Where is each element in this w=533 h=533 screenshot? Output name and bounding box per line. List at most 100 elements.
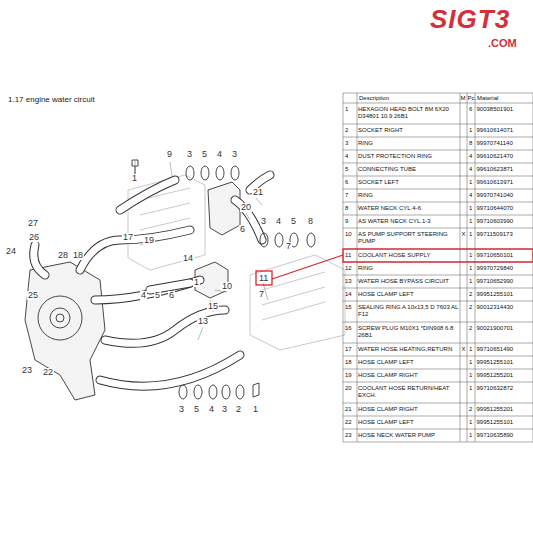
callout-number: 21 (252, 188, 264, 197)
callout-number: 3 (260, 217, 267, 226)
callout-number: 23 (21, 366, 33, 375)
grid-line (343, 228, 533, 229)
logo-text: SIGT3 (430, 6, 510, 32)
hose (34, 245, 45, 275)
callout-number: 6 (239, 225, 246, 234)
table-cell: 14 (345, 291, 357, 298)
grid-line (343, 103, 533, 104)
callout-number: 22 (42, 368, 54, 377)
callout-number: 14 (182, 254, 194, 263)
grid-line (343, 275, 533, 276)
table-cell: 99951255101 (477, 359, 533, 366)
hose (235, 200, 262, 240)
callout-number: 7 (258, 290, 265, 299)
table-cell: X (462, 231, 468, 238)
callout-number: 5 (154, 291, 161, 300)
table-cell: 99711509173 (477, 231, 533, 238)
callout-number: 17 (122, 233, 134, 242)
callout-number: 5 (201, 150, 208, 159)
grid-line (343, 215, 533, 216)
grid-line (467, 93, 468, 442)
hose (34, 245, 45, 275)
callout-number: 3 (178, 405, 185, 414)
table-cell: 3 (345, 140, 357, 147)
hose (100, 355, 240, 386)
table-header: M (461, 95, 466, 102)
callout-number: 7 (285, 242, 292, 251)
callout-number: 18 (72, 251, 84, 260)
table-cell: 90038501901 (477, 106, 533, 113)
table-cell: 21 (345, 406, 357, 413)
table-cell: 99710651490 (477, 346, 533, 353)
grid-line (343, 93, 533, 94)
table-cell: 8 (345, 205, 357, 212)
table-cell: 1 (469, 419, 475, 426)
table-cell: 99610623871 (477, 166, 533, 173)
hose (150, 283, 190, 290)
table-cell: 1 (469, 278, 475, 285)
table-cell: 90012314430 (477, 304, 533, 311)
table-cell: RING (358, 192, 459, 199)
hose (235, 200, 262, 240)
grid-line (343, 343, 533, 344)
table-cell: 99951255101 (477, 291, 533, 298)
table-cell: 2 (469, 304, 475, 311)
grid-line (343, 403, 533, 404)
grid-line (343, 93, 344, 442)
grid-line (460, 93, 461, 442)
grid-line (343, 416, 533, 417)
table-cell: 1 (469, 359, 475, 366)
hose (105, 310, 225, 343)
callout-number: 28 (57, 251, 69, 260)
callout-number: 2 (235, 405, 242, 414)
table-cell: 99951255201 (477, 406, 533, 413)
table-cell: 1 (469, 252, 475, 259)
table-cell: 99610614071 (477, 127, 533, 134)
table-cell: DUST PROTECTION RING (358, 153, 459, 160)
table-cell: 4 (469, 166, 475, 173)
table-cell: WATER HOSE BYPASS CIRCUIT (358, 278, 459, 285)
callout-number: 3 (186, 150, 193, 159)
table-cell: SOCKET RIGHT (358, 127, 459, 134)
highlight-box (256, 271, 272, 285)
table-cell: 7 (345, 192, 357, 199)
table-cell: 8 (469, 140, 475, 147)
table-cell: 2 (469, 406, 475, 413)
table-cell: 2 (469, 325, 475, 332)
table-cell: CONNECTING TUBE (358, 166, 459, 173)
table-cell: 1 (469, 127, 475, 134)
callout-number: 13 (197, 317, 209, 326)
callout-number: 24 (5, 247, 17, 256)
callout-number: 4 (140, 291, 147, 300)
title: 1.17 engine water circuit (8, 96, 95, 104)
callout-number: 6 (168, 291, 175, 300)
table-cell: 1 (469, 231, 475, 238)
grid-line (343, 176, 533, 177)
callout-number: 27 (27, 219, 39, 228)
table-cell: 99610621470 (477, 153, 533, 160)
callout-number: 9 (166, 150, 173, 159)
table-cell: AS WATER NECK CYL.1-3 (358, 218, 459, 225)
callout-number: 3 (221, 405, 228, 414)
table-cell: 1 (345, 106, 357, 113)
table-cell: 13 (345, 278, 357, 285)
hose (95, 280, 200, 300)
hose (95, 280, 200, 300)
grid-line (343, 301, 533, 302)
grid-line (357, 93, 358, 442)
table-cell: 20 (345, 385, 357, 392)
table-cell: 5 (345, 166, 357, 173)
table-cell: HOSE CLAMP RIGHT (358, 406, 459, 413)
callout-number: 10 (221, 282, 233, 291)
callout-number: 4 (208, 405, 215, 414)
table-cell: 22 (345, 419, 357, 426)
grid-line (343, 288, 533, 289)
grid-line (343, 356, 533, 357)
table-cell: 19 (345, 372, 357, 379)
rings (132, 160, 315, 399)
grid-line (343, 429, 533, 430)
table-cell: 99710652990 (477, 278, 533, 285)
hose (80, 230, 190, 270)
grid-line (343, 442, 533, 443)
table-cell: 1 (469, 385, 475, 392)
